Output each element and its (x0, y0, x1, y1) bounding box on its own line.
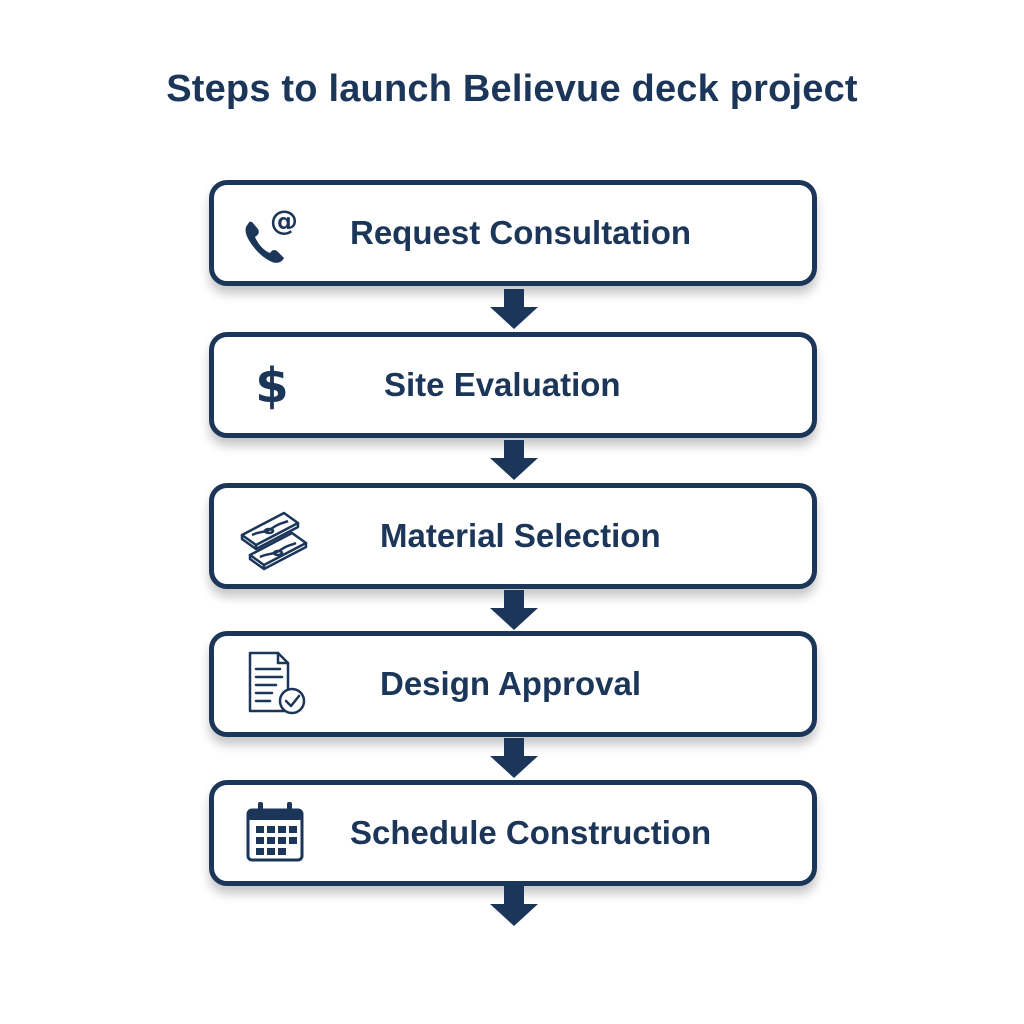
step-site-evaluation: $ Site Evaluation (209, 332, 817, 438)
step-label: Site Evaluation (384, 366, 621, 403)
down-arrow-icon (488, 886, 540, 928)
diagram-title: Steps to launch Believue deck project (166, 68, 858, 110)
svg-text:$: $ (255, 358, 288, 414)
wood-planks-icon (236, 501, 312, 571)
step-material-selection: Material Selection (209, 483, 817, 589)
dollar-icon: $ (236, 350, 312, 420)
step-label: Design Approval (380, 665, 641, 702)
calendar-icon (236, 798, 312, 868)
down-arrow-icon (488, 590, 540, 632)
step-label: Material Selection (380, 517, 661, 554)
down-arrow-icon (488, 289, 540, 331)
step-request-consultation: @ Request Consultation (209, 180, 817, 286)
document-check-icon (236, 649, 312, 719)
step-label: Schedule Construction (350, 814, 712, 851)
svg-text:@: @ (270, 204, 298, 237)
step-schedule-construction: Schedule Construction (209, 780, 817, 886)
down-arrow-icon (488, 440, 540, 482)
step-design-approval: Design Approval (209, 631, 817, 737)
step-label: Request Consultation (350, 214, 692, 251)
down-arrow-icon (488, 738, 540, 780)
phone-email-icon: @ (236, 198, 312, 268)
